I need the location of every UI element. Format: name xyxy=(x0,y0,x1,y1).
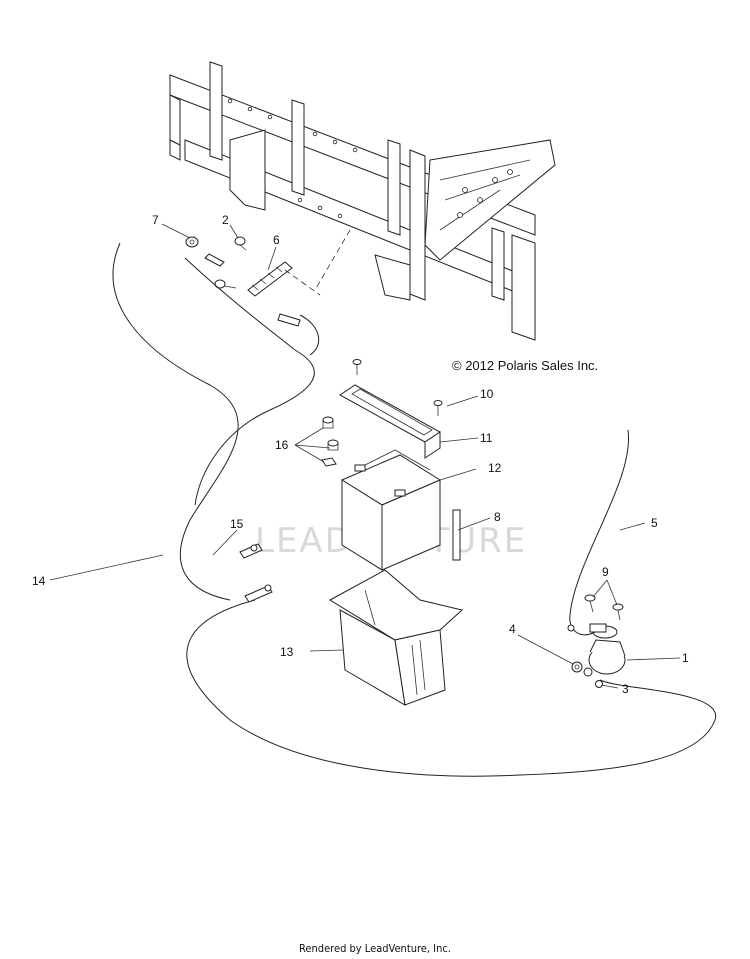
callout-8: 8 xyxy=(494,510,501,524)
callout-3: 3 xyxy=(622,682,629,696)
callout-1: 1 xyxy=(682,651,689,665)
hold-down-bracket xyxy=(339,384,441,459)
callout-11: 11 xyxy=(480,431,493,445)
battery-hardware xyxy=(321,416,339,467)
frame-assembly xyxy=(169,61,556,341)
leader-lines xyxy=(49,223,681,689)
battery-box xyxy=(329,569,464,706)
callout-16: 16 xyxy=(275,438,289,452)
nut xyxy=(571,661,593,677)
cable-terminal xyxy=(239,543,273,603)
callout-15: 15 xyxy=(230,517,244,531)
screw xyxy=(204,236,247,289)
callout-7: 7 xyxy=(152,213,159,227)
washer xyxy=(595,680,603,688)
callout-6: 6 xyxy=(273,233,280,247)
footer-credit: Rendered by LeadVenture, Inc. xyxy=(299,942,451,955)
callout-2: 2 xyxy=(222,213,229,227)
callout-9: 9 xyxy=(602,565,609,579)
callout-14: 14 xyxy=(32,574,46,588)
callout-13: 13 xyxy=(280,645,294,659)
negative-cable xyxy=(112,242,315,601)
callout-10: 10 xyxy=(480,387,494,401)
positive-cable xyxy=(186,313,716,777)
callout-4: 4 xyxy=(509,622,516,636)
copyright-notice: © 2012 Polaris Sales Inc. xyxy=(452,358,598,373)
terminal-block xyxy=(247,261,321,297)
starter-solenoid xyxy=(588,623,626,675)
nut xyxy=(185,236,199,248)
solenoid-lead-wire xyxy=(567,429,630,636)
callout-12: 12 xyxy=(488,461,502,475)
callouts: 7 2 6 10 11 16 12 8 5 15 9 14 4 13 1 3 xyxy=(32,213,689,696)
vent-tube xyxy=(452,509,461,561)
bolt xyxy=(352,359,443,416)
callout-5: 5 xyxy=(651,516,658,530)
solenoid-screws xyxy=(584,594,624,621)
